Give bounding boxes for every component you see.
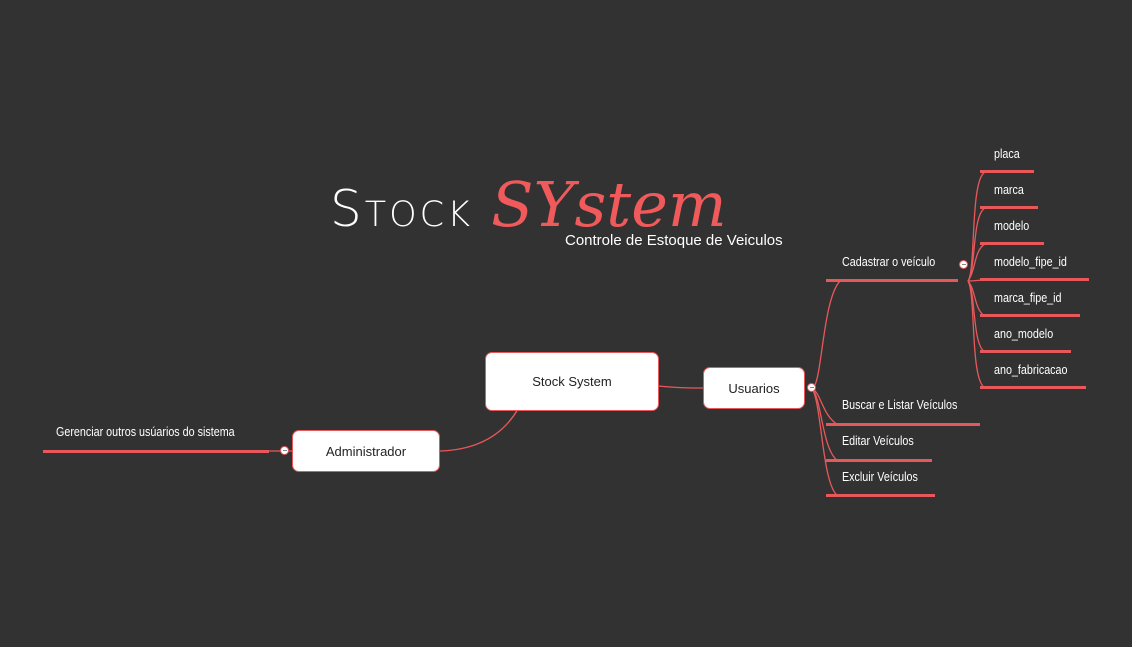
logo-subtitle: Controle de Estoque de Veiculos bbox=[565, 232, 783, 249]
logo: Stock SYstem bbox=[330, 168, 727, 241]
branch-buscar-listar-veiculos[interactable]: Buscar e Listar Veículos bbox=[842, 398, 958, 412]
field-placa[interactable]: placa bbox=[994, 147, 1020, 161]
connector-root-usuarios bbox=[657, 385, 705, 389]
connector-usuarios-excluir bbox=[811, 387, 839, 497]
field-modelo-fipe-id[interactable]: modelo_fipe_id bbox=[994, 255, 1067, 269]
underline-placa bbox=[980, 170, 1034, 173]
administrador-node-label: Administrador bbox=[325, 443, 407, 459]
cadastrar-fields-connectors bbox=[967, 171, 986, 389]
field-ano-modelo[interactable]: ano_modelo bbox=[994, 327, 1054, 341]
underline-ano-modelo bbox=[980, 350, 1071, 353]
underline-cadastrar bbox=[826, 279, 958, 282]
field-marca[interactable]: marca bbox=[994, 183, 1024, 197]
underline-buscar bbox=[826, 423, 980, 426]
field-marca-fipe-id[interactable]: marca_fipe_id bbox=[994, 291, 1062, 305]
root-node-label: Stock System bbox=[532, 374, 612, 389]
underline-editar bbox=[826, 459, 932, 462]
underline-modelo-fipe-id bbox=[980, 278, 1089, 281]
logo-word-stock: Stock bbox=[330, 180, 474, 238]
underline-modelo bbox=[980, 242, 1044, 245]
administrador-node[interactable]: Administrador bbox=[292, 430, 440, 472]
root-node[interactable]: Stock System bbox=[485, 352, 659, 411]
collapse-toggle-administrador[interactable] bbox=[280, 446, 289, 455]
underline-marca-fipe-id bbox=[980, 314, 1080, 317]
branch-gerenciar-usuarios[interactable]: Gerenciar outros usúarios do sistema bbox=[56, 425, 235, 439]
field-ano-fabricacao[interactable]: ano_fabricacao bbox=[994, 363, 1068, 377]
connector-usuarios-stem bbox=[811, 280, 841, 389]
branch-excluir-veiculos[interactable]: Excluir Veículos bbox=[842, 470, 918, 484]
underline-marca bbox=[980, 206, 1038, 209]
connector-root-administrador bbox=[439, 408, 519, 452]
connector-usuarios-editar bbox=[811, 387, 839, 462]
underline-excluir bbox=[826, 494, 935, 497]
branch-cadastrar-veiculo[interactable]: Cadastrar o veículo bbox=[842, 255, 936, 269]
underline-gerenciar bbox=[43, 450, 269, 453]
field-modelo[interactable]: modelo bbox=[994, 219, 1030, 233]
usuarios-node-label: Usuarios bbox=[728, 380, 780, 396]
collapse-toggle-usuarios[interactable] bbox=[807, 383, 816, 392]
underline-ano-fabricacao bbox=[980, 386, 1086, 389]
connector-usuarios-buscar bbox=[811, 387, 839, 426]
branch-editar-veiculos[interactable]: Editar Veículos bbox=[842, 434, 914, 448]
collapse-toggle-cadastrar[interactable] bbox=[959, 260, 968, 269]
logo-word-system: SYstem bbox=[491, 168, 727, 241]
usuarios-node[interactable]: Usuarios bbox=[703, 367, 805, 409]
